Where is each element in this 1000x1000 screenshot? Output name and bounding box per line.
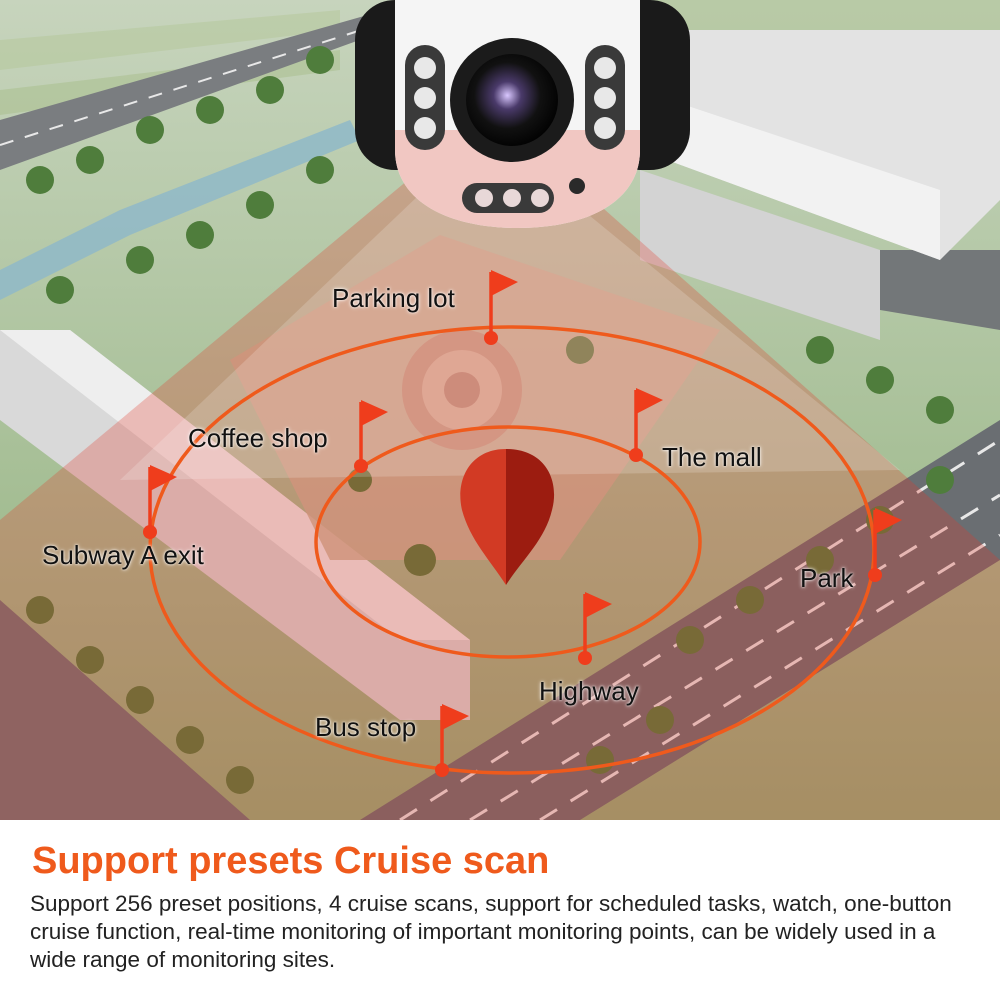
preset-label-parking-lot: Parking lot <box>332 283 455 313</box>
inner-cruise-path <box>314 425 702 659</box>
buildings <box>0 30 1000 720</box>
feature-title: Support presets Cruise scan <box>32 840 550 882</box>
preset-flag-icon <box>484 270 518 345</box>
preset-label-bus-stop: Bus stop <box>315 712 417 742</box>
ptz-camera-icon <box>355 0 690 228</box>
trees <box>26 46 954 794</box>
river <box>0 120 360 300</box>
preset-flag-icon <box>354 400 388 473</box>
preset-flag-icon <box>868 508 902 582</box>
roads <box>0 0 1000 820</box>
aerial-scene: Parking lot Coffee shop The mall Subway … <box>0 0 1000 820</box>
preset-flag-icon <box>435 704 469 777</box>
preset-label-park: Park <box>800 563 854 593</box>
aerial-illustration <box>0 0 1000 820</box>
preset-label-subway-a-exit: Subway A exit <box>42 540 204 570</box>
preset-label-highway: Highway <box>539 676 639 706</box>
preset-flag-icon <box>629 388 663 462</box>
feature-description: Support 256 preset positions, 4 cruise s… <box>30 891 952 972</box>
preset-flag-icon <box>143 465 177 539</box>
preset-label-coffee-shop: Coffee shop <box>188 423 328 453</box>
preset-flag-icon <box>578 592 612 665</box>
location-pin-icon <box>460 449 555 585</box>
preset-label-the-mall: The mall <box>662 442 762 472</box>
caption-panel: Support presets Cruise scan Support 256 … <box>0 820 1000 1000</box>
